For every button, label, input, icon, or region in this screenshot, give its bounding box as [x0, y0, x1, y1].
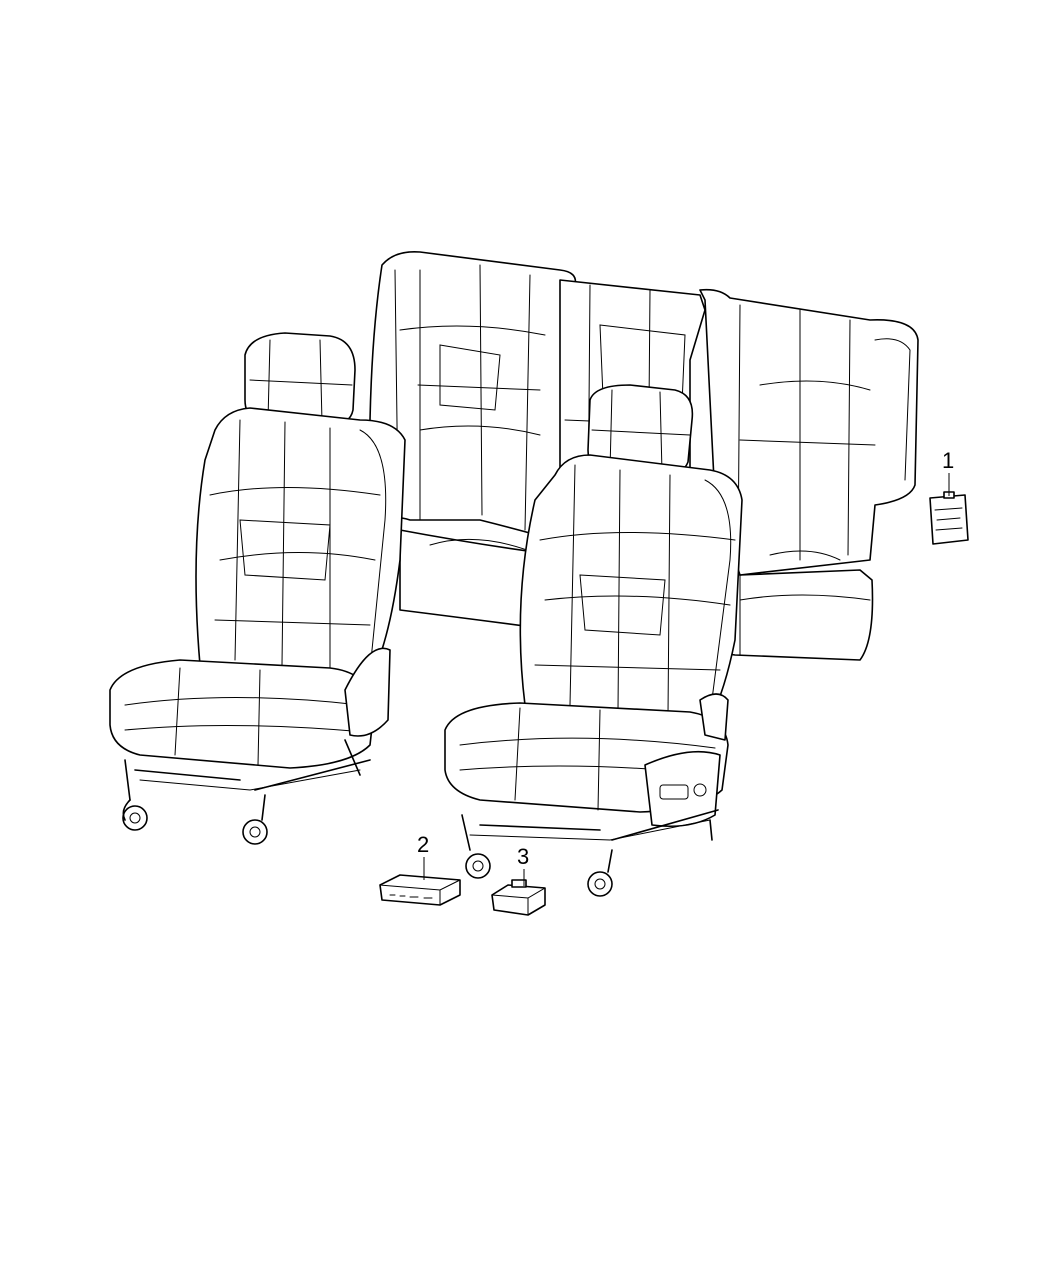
- callout-label-2: 2: [417, 832, 429, 857]
- callout-2: 2: [417, 832, 429, 880]
- rear-bench-seat: [369, 250, 919, 661]
- callout-label-1: 1: [942, 448, 954, 473]
- seat-module-2: [379, 874, 461, 906]
- callout-1: 1: [942, 448, 954, 496]
- callout-label-3: 3: [517, 844, 529, 869]
- seat-module-3: [491, 879, 546, 916]
- seat-module-1: [929, 491, 969, 545]
- right-front-seat: [444, 384, 743, 897]
- callout-3: 3: [517, 844, 529, 886]
- left-front-seat: [109, 332, 406, 845]
